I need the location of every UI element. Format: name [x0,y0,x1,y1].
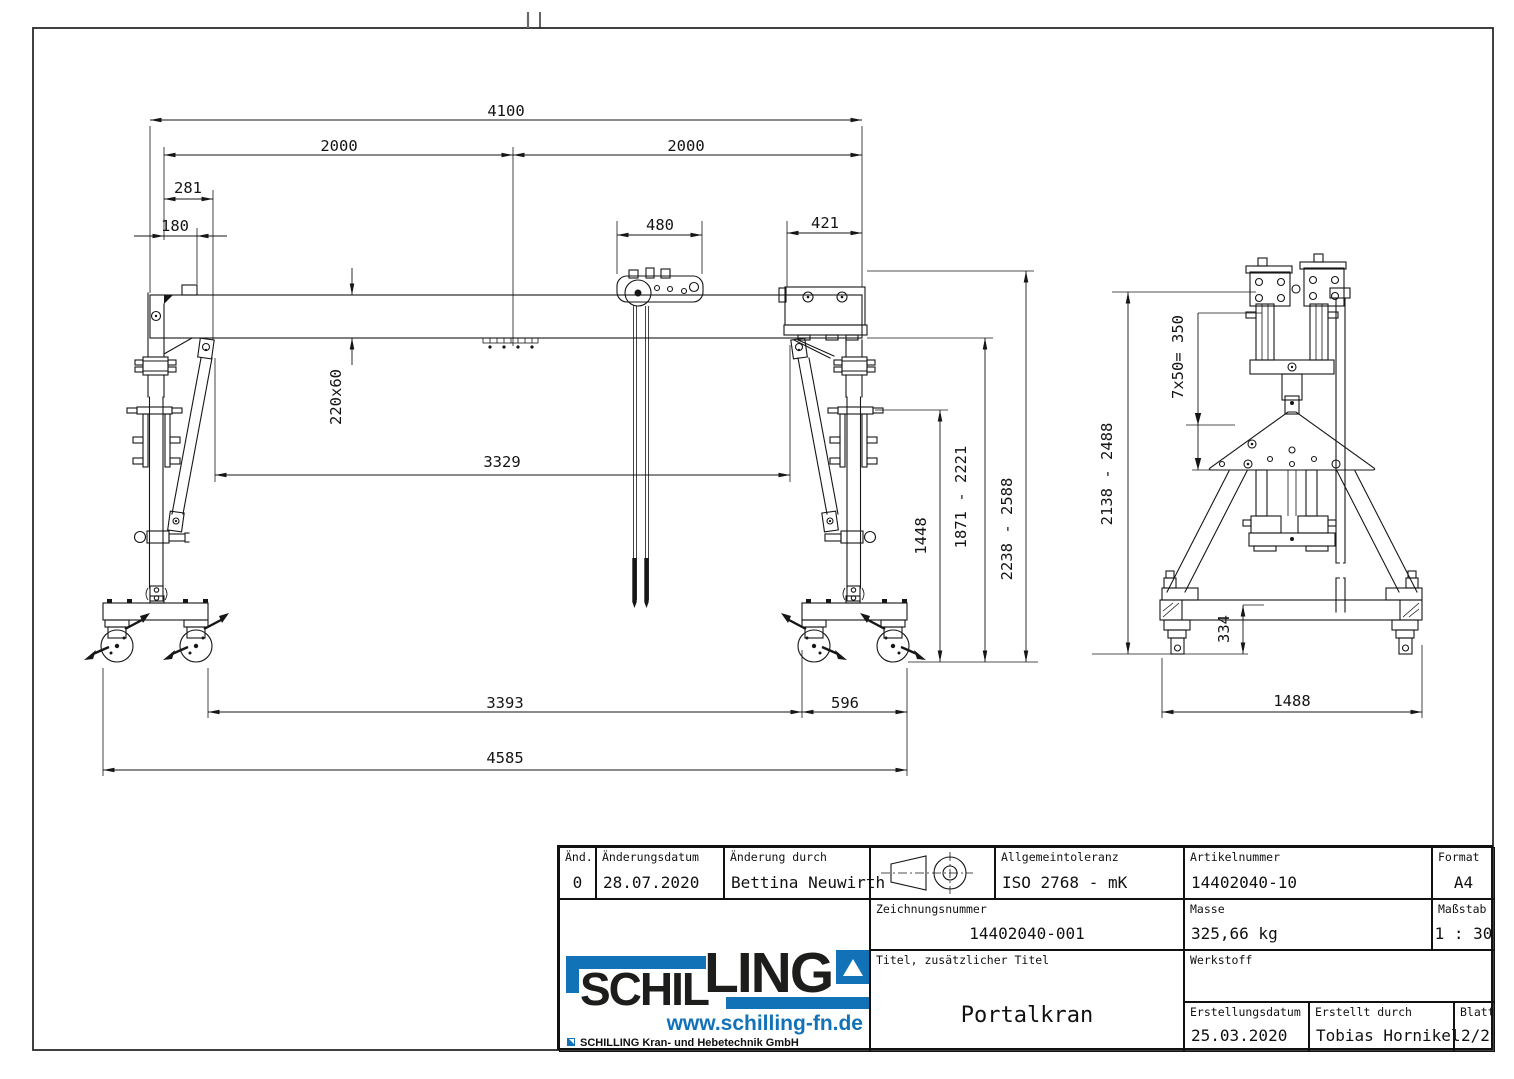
logo-underline-bar [726,997,869,1009]
dim-beam-section: 220x60 [327,369,345,425]
dim-inner-span: 3329 [483,453,520,471]
rear-post [1329,287,1351,613]
side-view-dimensions: 2138 - 2488 7x50= 350 334 1488 [1092,291,1423,718]
drawing-title: Portalkran [960,1003,1094,1028]
dim-base-3393: 3393 [486,694,523,712]
aenderungsdatum-value: 28.07.2020 [603,873,700,892]
aenderungsdatum-label: Änderungsdatum [602,850,699,864]
dim-side-height-range: 2138 - 2488 [1098,423,1116,526]
blatt-label: Blatt [1460,1005,1495,1019]
masse-label: Masse [1190,902,1225,916]
and-label: Änd. [565,850,593,864]
cell-format: Format A4 [1432,847,1495,899]
company-name: SCHILLING Kran- und Hebetechnik GmbH [580,1037,799,1049]
logo-bracket-icon [566,956,706,969]
format-value: A4 [1453,873,1474,892]
erstellt-durch-label: Erstellt durch [1315,1005,1412,1019]
company-logo-block: SCHIL LING www.schilling-fn.de SCHILLING… [559,899,870,1052]
trolley [616,267,704,307]
dim-offset-281: 281 [174,179,202,197]
erstellungsdatum-label: Erstellungsdatum [1190,1005,1301,1019]
address-street: Ernst-Zimmermann-Straße 9-11 [580,1050,735,1051]
dim-span-right: 2000 [667,137,704,155]
allgemeintoleranz-value: ISO 2768 - mK [1002,873,1128,892]
side-crossbeam [1159,570,1423,655]
cell-werkstoff: Werkstoff [1184,950,1495,1002]
massstab-label: Maßstab [1438,902,1487,916]
projection-symbol-icon [881,852,973,894]
erstellungsdatum-value: 25.03.2020 [1191,1026,1288,1045]
mast [1245,303,1339,415]
dim-width-180: 180 [161,217,189,235]
logo-brand-part2: LING [704,941,834,1005]
blatt-value: 2/2 [1461,1026,1490,1045]
artikelnummer-label: Artikelnummer [1190,850,1281,864]
artikelnummer-value: 14402040-10 [1191,873,1297,892]
left-wheel-bogie [84,595,229,663]
dim-total-range: 2238 - 2588 [998,478,1016,581]
cell-massstab: Maßstab 1 : 30 [1432,899,1495,950]
left-leg [126,292,215,602]
cell-zeichnungsnummer: Zeichnungsnummer 14402040-001 [870,899,1184,950]
address-row: Ernst-Zimmermann-Straße 9-11 [567,1050,735,1052]
cell-aenderung-durch: Änderung durch Bettina Neuwirth [724,847,885,899]
front-view-dimensions: 4100 2000 2000 281 180 480 421 220x60 33… [102,102,1038,776]
dim-hole-pattern: 7x50= 350 [1169,315,1187,399]
dim-span-left: 2000 [320,137,357,155]
dim-height-1448: 1448 [912,517,930,554]
a-frame-legs [1161,470,1423,601]
cell-erstellt-durch: Erstellt durch Tobias Hornikel [1309,1002,1461,1052]
title-block: Änd. 0 Änderungsdatum 28.07.2020 Änderun… [557,845,1495,1052]
masse-value: 325,66 kg [1191,924,1278,943]
dim-span-total: 4100 [487,102,524,120]
erstellt-durch-value: Tobias Hornikel [1316,1026,1461,1045]
cell-aenderung-index: Änd. 0 [559,847,596,899]
sheet-frame [32,12,1494,1051]
format-label: Format [1438,850,1480,864]
dim-base-4585: 4585 [486,749,523,767]
titel-label: Titel, zusätzlicher Titel [876,953,1050,967]
girder-beam [149,284,863,349]
cell-projection-symbol [870,847,995,899]
cell-aenderungsdatum: Änderungsdatum 28.07.2020 [596,847,724,899]
cell-titel: Titel, zusätzlicher Titel Portalkran [870,950,1184,1052]
massstab-value: 1 : 30 [1434,924,1493,943]
side-view [1159,253,1423,655]
right-leg [778,286,884,602]
bullet-icon [567,1051,575,1052]
website-link[interactable]: www.schilling-fn.de [666,1012,863,1035]
cell-allgemeintoleranz: Allgemeintoleranz ISO 2768 - mK [995,847,1184,899]
zeichnungsnummer-label: Zeichnungsnummer [876,902,987,916]
allgemeintoleranz-label: Allgemeintoleranz [1001,850,1119,864]
aenderung-durch-label: Änderung durch [730,850,827,864]
mast-head [1245,253,1347,307]
dim-base-596: 596 [831,694,859,712]
company-name-row: SCHILLING Kran- und Hebetechnik GmbH [567,1037,799,1049]
cell-artikelnummer: Artikelnummer 14402040-10 [1184,847,1432,899]
cell-masse: Masse 325,66 kg [1184,899,1432,950]
lower-mast [1242,469,1337,552]
dim-height-334: 334 [1215,615,1233,643]
cell-erstellungsdatum: Erstellungsdatum 25.03.2020 [1184,1002,1309,1052]
logo-brand-part1: SCHIL [580,963,710,1015]
werkstoff-label: Werkstoff [1190,953,1253,967]
dim-leg-range: 1871 - 2221 [952,446,970,549]
cell-blatt: Blatt 2/2 [1454,1002,1495,1052]
and-value: 0 [572,873,583,892]
hoist-chains [632,306,649,608]
dim-end-421: 421 [811,214,839,232]
right-wheel-bogie [781,595,926,663]
front-view [84,267,926,663]
bullet-icon [567,1038,575,1046]
dim-trolley-480: 480 [646,216,674,234]
aenderung-durch-value: Bettina Neuwirth [731,873,886,892]
dim-track-1488: 1488 [1273,692,1310,710]
gusset-plate [1208,411,1376,471]
zeichnungsnummer-value: 14402040-001 [969,924,1085,943]
logo-triangle-icon [836,950,869,984]
logo-bracket-icon [566,956,579,993]
